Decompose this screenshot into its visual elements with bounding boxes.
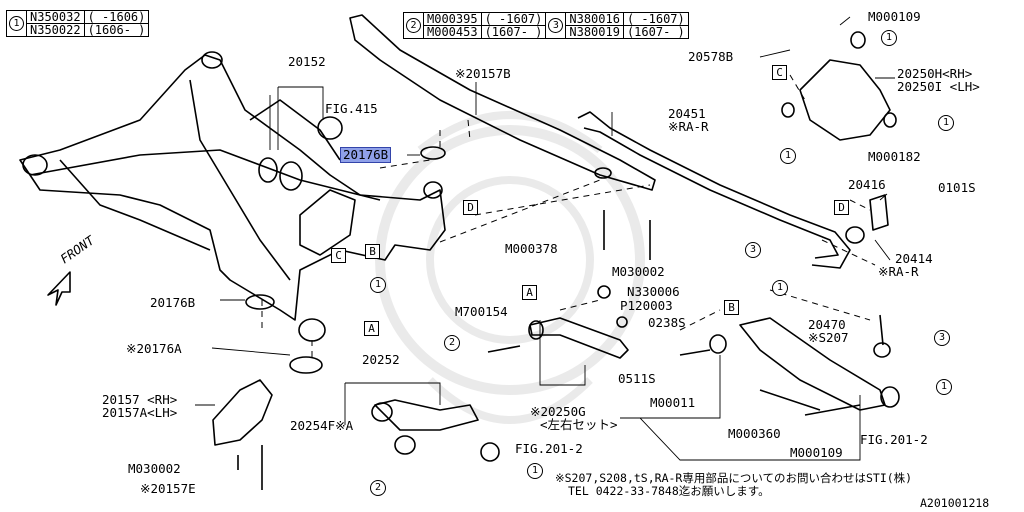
label-0238s[interactable]: 0238S bbox=[648, 315, 686, 330]
marker-d-center: D bbox=[463, 200, 478, 215]
label-m030002-bot[interactable]: M030002 bbox=[128, 461, 181, 476]
circle-marker-1: 1 bbox=[370, 277, 386, 293]
label-20250g-sub: <左右セット> bbox=[540, 417, 618, 432]
label-20250h[interactable]: 20250H<RH> bbox=[897, 66, 973, 81]
circle-marker-1: 1 bbox=[772, 280, 788, 296]
front-arrow bbox=[47, 271, 71, 306]
circle-marker-1: 1 bbox=[938, 115, 954, 131]
label-20252[interactable]: 20252 bbox=[362, 352, 400, 367]
legend-2-3: 2 M000395 ( -1607) 3 N380016 ( -1607) M0… bbox=[403, 12, 689, 39]
label-n330006[interactable]: N330006 bbox=[627, 284, 680, 299]
label-m000109-bot[interactable]: M000109 bbox=[790, 445, 843, 460]
label-fig201-right[interactable]: FIG.201-2 bbox=[860, 432, 928, 447]
watermark-emblem bbox=[375, 111, 645, 424]
marker-d-right: D bbox=[834, 200, 849, 215]
legend-range: ( -1606) bbox=[83, 10, 150, 24]
label-20176a[interactable]: ※20176A bbox=[126, 341, 182, 356]
legend-1: 1 N350032 ( -1606) N350022 (1606- ) bbox=[6, 10, 150, 37]
label-20416[interactable]: 20416 bbox=[848, 177, 886, 192]
label-fig201-mid[interactable]: FIG.201-2 bbox=[515, 441, 583, 456]
legend-range: ( -1607) bbox=[622, 12, 689, 26]
legend-part: N380019 bbox=[565, 25, 624, 39]
subframe-outline bbox=[19, 54, 446, 321]
circle-3-marker: 3 bbox=[548, 18, 564, 33]
label-0511s[interactable]: 0511S bbox=[618, 371, 656, 386]
label-20254f[interactable]: 20254F※A bbox=[290, 418, 354, 433]
circle-2-marker: 2 bbox=[406, 18, 421, 33]
legend-range: (1607- ) bbox=[622, 25, 689, 39]
label-fig415[interactable]: FIG.415 bbox=[325, 101, 378, 116]
diagram-code: A201001218 bbox=[920, 496, 990, 510]
label-20578b[interactable]: 20578B bbox=[688, 49, 734, 64]
marker-c-center: C bbox=[331, 248, 346, 263]
legend-range: (1607- ) bbox=[480, 25, 547, 39]
marker-a-left: A bbox=[364, 321, 379, 336]
legend-part: M000395 bbox=[423, 12, 482, 26]
marker-b-right: B bbox=[724, 300, 739, 315]
label-20250g[interactable]: ※20250G bbox=[530, 404, 586, 419]
label-20157e[interactable]: ※20157E bbox=[140, 481, 196, 496]
label-20414[interactable]: 20414 bbox=[895, 251, 933, 266]
legend-range: (1606- ) bbox=[83, 23, 150, 37]
legend-part: N380016 bbox=[565, 12, 624, 26]
label-m000182[interactable]: M000182 bbox=[868, 149, 921, 164]
circle-marker-1: 1 bbox=[936, 379, 952, 395]
label-m000109-top[interactable]: M000109 bbox=[868, 9, 921, 24]
circle-marker-3: 3 bbox=[745, 242, 761, 258]
circle-marker-3: 3 bbox=[934, 330, 950, 346]
label-0101s[interactable]: 0101S bbox=[938, 180, 976, 195]
label-20451[interactable]: 20451 bbox=[668, 106, 706, 121]
label-m030002-mid[interactable]: M030002 bbox=[612, 264, 665, 279]
label-p120003[interactable]: P120003 bbox=[620, 298, 673, 313]
label-20250i[interactable]: 20250I <LH> bbox=[897, 79, 980, 94]
label-20176b-highlighted[interactable]: 20176B bbox=[340, 147, 392, 163]
legend-range: ( -1607) bbox=[480, 12, 547, 26]
marker-a-right: A bbox=[522, 285, 537, 300]
circle-marker-2: 2 bbox=[444, 335, 460, 351]
legend-part: N350022 bbox=[26, 23, 85, 37]
marker-c-right: C bbox=[772, 65, 787, 80]
label-20470-sub: ※S207 bbox=[808, 330, 849, 345]
note-line-1: ※S207,S208,tS,RA-R専用部品についてのお問い合わせはSTI(株) bbox=[555, 471, 913, 485]
label-20157a-lh[interactable]: 20157A<LH> bbox=[102, 405, 178, 420]
label-m700154[interactable]: M700154 bbox=[455, 304, 508, 319]
label-20152[interactable]: 20152 bbox=[288, 54, 326, 69]
stabilizer-bar bbox=[577, 111, 851, 269]
label-20470[interactable]: 20470 bbox=[808, 317, 846, 332]
marker-b-center: B bbox=[365, 244, 380, 259]
legend-part: N350032 bbox=[26, 10, 85, 24]
circle-marker-1: 1 bbox=[881, 30, 897, 46]
reinforcement-bar bbox=[349, 14, 656, 191]
label-20157-rh[interactable]: 20157 <RH> bbox=[102, 392, 178, 407]
label-m00011[interactable]: M00011 bbox=[650, 395, 696, 410]
label-m000378[interactable]: M000378 bbox=[505, 241, 558, 256]
legend-part: M000453 bbox=[423, 25, 482, 39]
note-line-2: TEL 0422-33-7848迄お願いします。 bbox=[568, 484, 770, 498]
circle-1-marker: 1 bbox=[9, 16, 24, 31]
circle-marker-1: 1 bbox=[527, 463, 543, 479]
label-20451-sub: ※RA-R bbox=[668, 119, 709, 134]
circle-marker-2: 2 bbox=[370, 480, 386, 496]
label-20414-sub: ※RA-R bbox=[878, 264, 919, 279]
circle-marker-1: 1 bbox=[780, 148, 796, 164]
label-20176b-left[interactable]: 20176B bbox=[150, 295, 196, 310]
label-20157b[interactable]: ※20157B bbox=[455, 66, 511, 81]
label-m000360[interactable]: M000360 bbox=[728, 426, 781, 441]
